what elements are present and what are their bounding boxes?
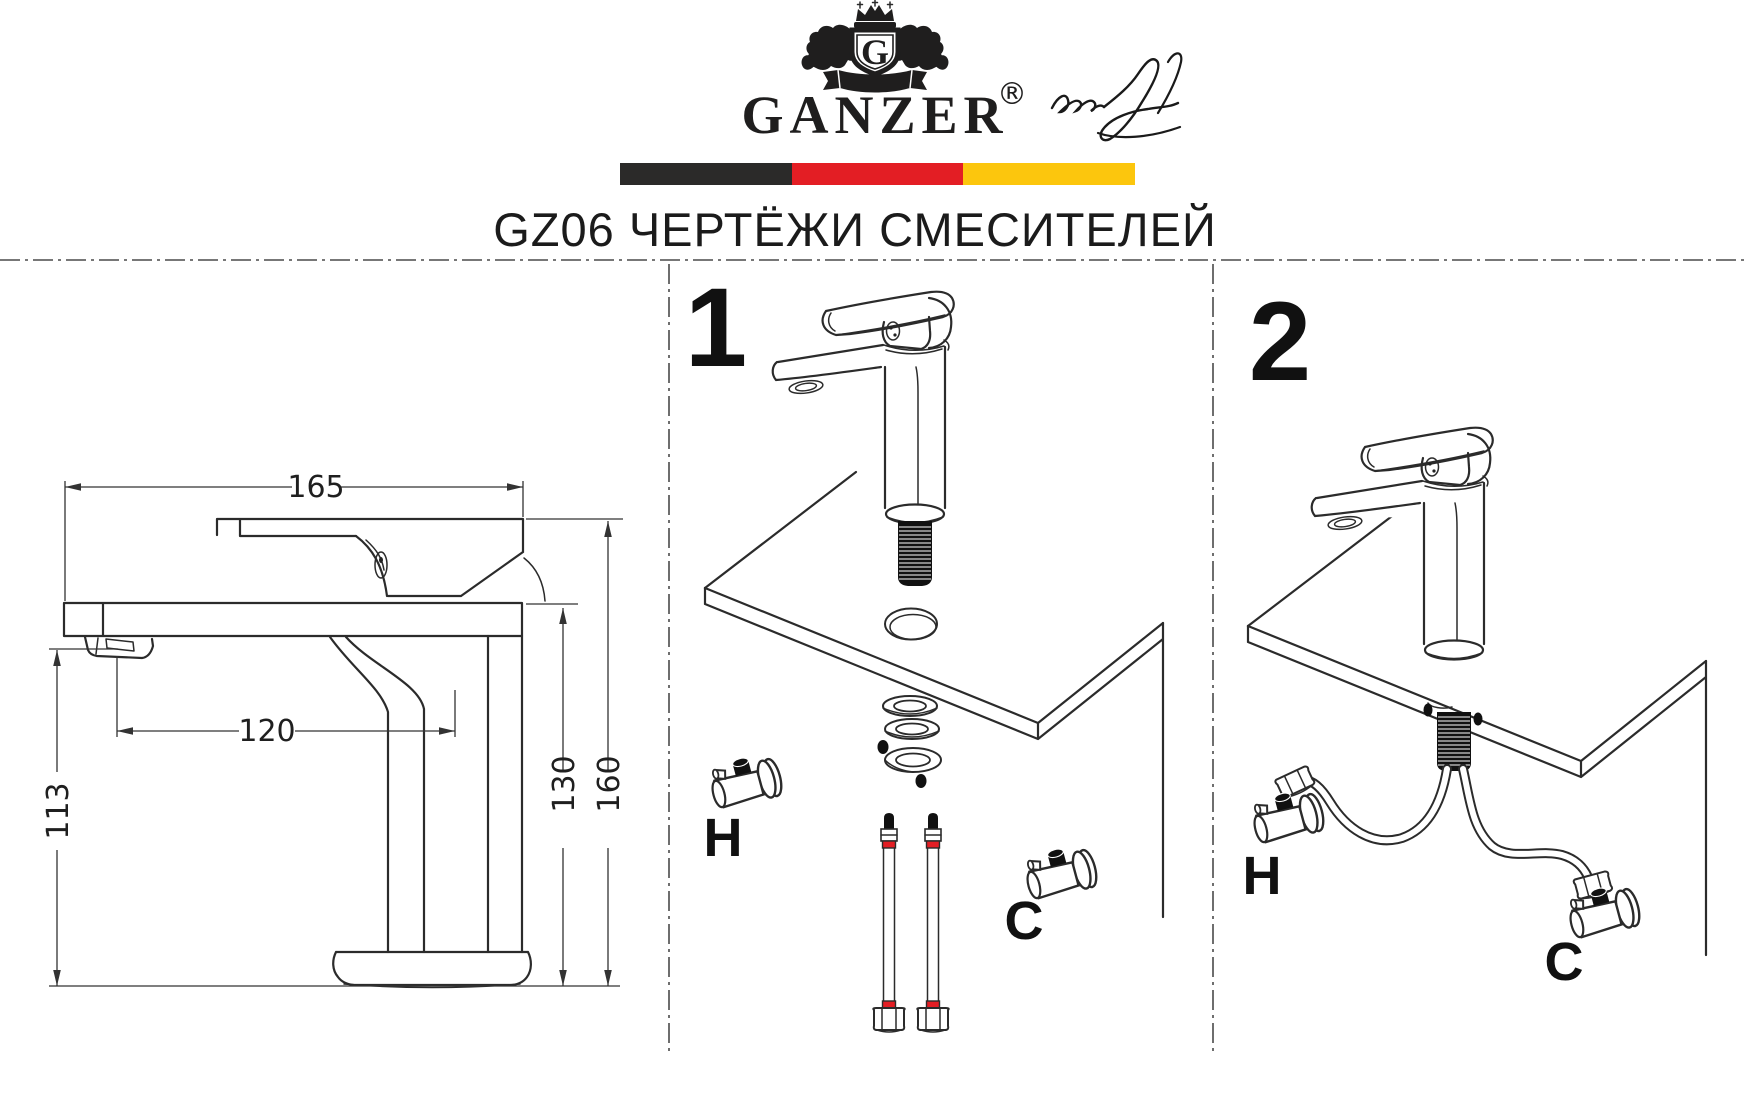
threaded-tailpiece-step-1 bbox=[898, 521, 932, 586]
brand-wordmark: GANZER bbox=[741, 85, 1008, 145]
ganzer-logo: G GANZER ® bbox=[741, 0, 1183, 145]
dim-total-height: 160 bbox=[592, 755, 627, 812]
installation-step-1: 1 H C bbox=[685, 265, 1165, 1033]
threaded-tailpiece-step-2 bbox=[1423, 702, 1483, 771]
hot-label-step-1: H bbox=[704, 808, 743, 868]
ribbon-banner-icon bbox=[823, 69, 927, 93]
flexible-hoses-step-2 bbox=[1273, 764, 1615, 903]
flag-yellow-segment bbox=[963, 163, 1135, 185]
hot-angle-valve-step-1 bbox=[704, 748, 786, 814]
countertop-step-1 bbox=[703, 470, 1165, 919]
heraldic-shield-icon: G bbox=[849, 27, 901, 77]
countertop-step-2 bbox=[1246, 508, 1708, 957]
crown-icon bbox=[854, 0, 896, 28]
hot-angle-valve-step-2 bbox=[1246, 783, 1328, 849]
dim-body-height: 130 bbox=[547, 755, 582, 812]
cold-label-step-2: C bbox=[1545, 932, 1584, 992]
step-2-number: 2 bbox=[1249, 279, 1311, 404]
faucet-side-view bbox=[62, 517, 546, 989]
lion-rampant-left-icon bbox=[801, 24, 859, 71]
faucet-step-2 bbox=[1310, 426, 1494, 661]
german-flag-bar bbox=[620, 163, 1135, 185]
dim-spout-reach: 120 bbox=[238, 714, 295, 749]
flag-black-segment bbox=[620, 163, 792, 185]
installation-step-2: 2 H C bbox=[1243, 279, 1708, 992]
dim-spout-height: 113 bbox=[41, 782, 76, 839]
metal-washer bbox=[884, 718, 940, 740]
page-title: GZ06 ЧЕРТЁЖИ СМЕСИТЕЛЕЙ bbox=[493, 203, 1217, 256]
registered-trademark: ® bbox=[997, 77, 1027, 112]
hot-label-step-2: H bbox=[1243, 846, 1282, 906]
panel-separators bbox=[0, 259, 1748, 1052]
supply-hose-right bbox=[916, 812, 950, 1033]
sink-hole bbox=[884, 607, 938, 641]
flag-red-segment bbox=[792, 163, 963, 185]
supply-hose-left bbox=[872, 812, 906, 1033]
cold-label-step-1: C bbox=[1005, 891, 1044, 951]
shield-letter: G bbox=[861, 32, 889, 72]
step-1-number: 1 bbox=[685, 265, 747, 390]
dimension-annotations: 165 120 113 130 160 bbox=[41, 470, 627, 987]
rubber-gasket bbox=[882, 695, 938, 717]
lion-rampant-right-icon bbox=[891, 24, 949, 71]
header: G GANZER ® GZ06 ЧЕРТЁЖИ СМЕСИТЕЛЕЙ bbox=[493, 0, 1217, 256]
dimension-drawing: 165 120 113 130 160 bbox=[41, 470, 627, 989]
founder-signature-icon bbox=[1050, 52, 1183, 142]
mounting-horseshoe-nut bbox=[877, 740, 942, 788]
faucet-step-1 bbox=[771, 290, 955, 525]
dim-overall-length: 165 bbox=[287, 470, 344, 505]
